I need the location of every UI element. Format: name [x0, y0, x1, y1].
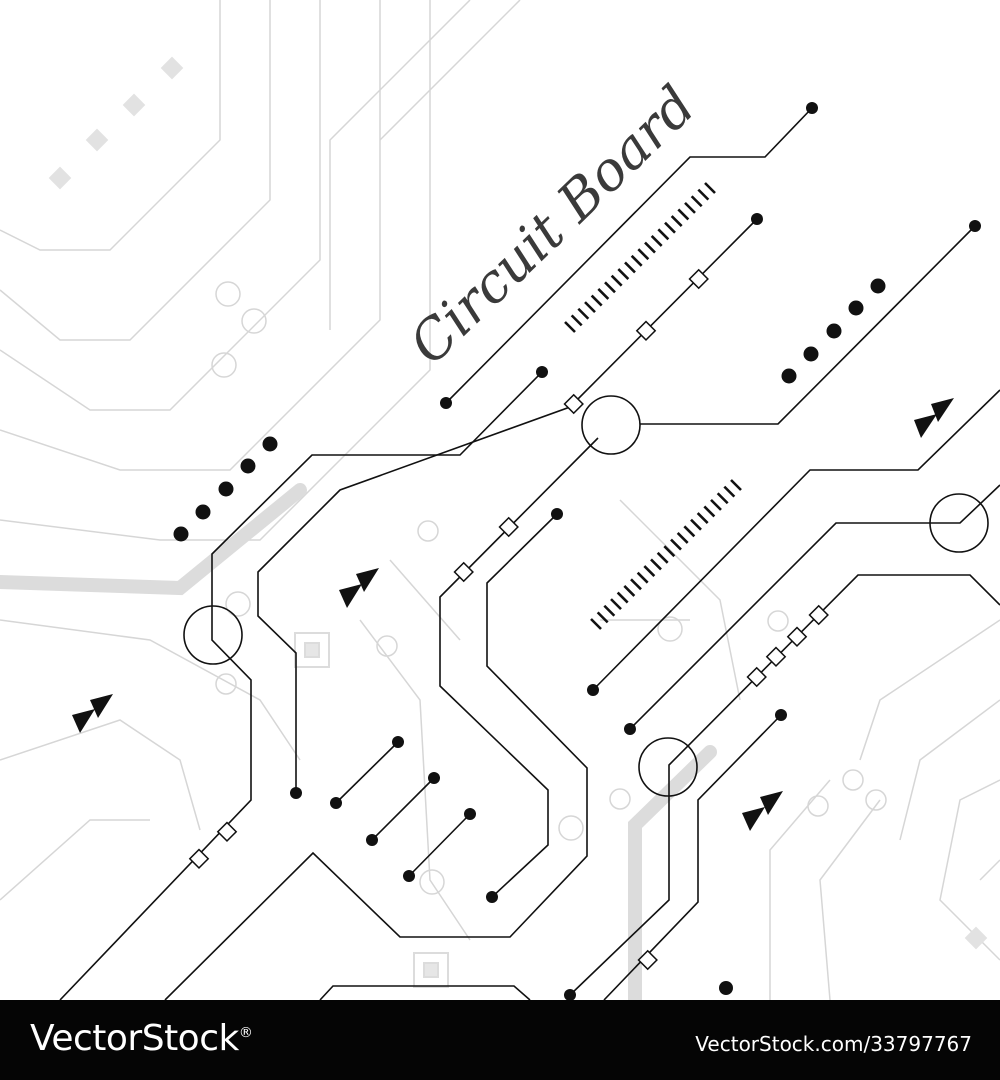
dot-row-upper	[781, 278, 886, 384]
image-id: VectorStock.com/33797767	[695, 1032, 972, 1056]
terminal-dots	[290, 102, 981, 1000]
background-traces	[0, 0, 1000, 1000]
dot-row-left	[173, 436, 278, 542]
watermark-footer: VectorStock® VectorStock.com/33797767	[0, 1000, 1000, 1080]
junction-rings	[183, 395, 989, 797]
hatched-bar-lower	[590, 479, 742, 630]
brand-logo: VectorStock®	[30, 1018, 253, 1059]
diamond-pads	[188, 268, 829, 971]
background-squares	[48, 56, 988, 950]
double-arrow-icon	[72, 398, 954, 831]
artwork-title: Circuit Board	[397, 74, 707, 377]
chip-icon	[294, 632, 449, 988]
gray-bus-lines	[0, 483, 717, 1000]
main-traces	[59, 107, 1000, 1000]
hatched-bar-upper	[564, 182, 716, 333]
circuit-board-artwork: Circuit Board	[0, 0, 1000, 1000]
